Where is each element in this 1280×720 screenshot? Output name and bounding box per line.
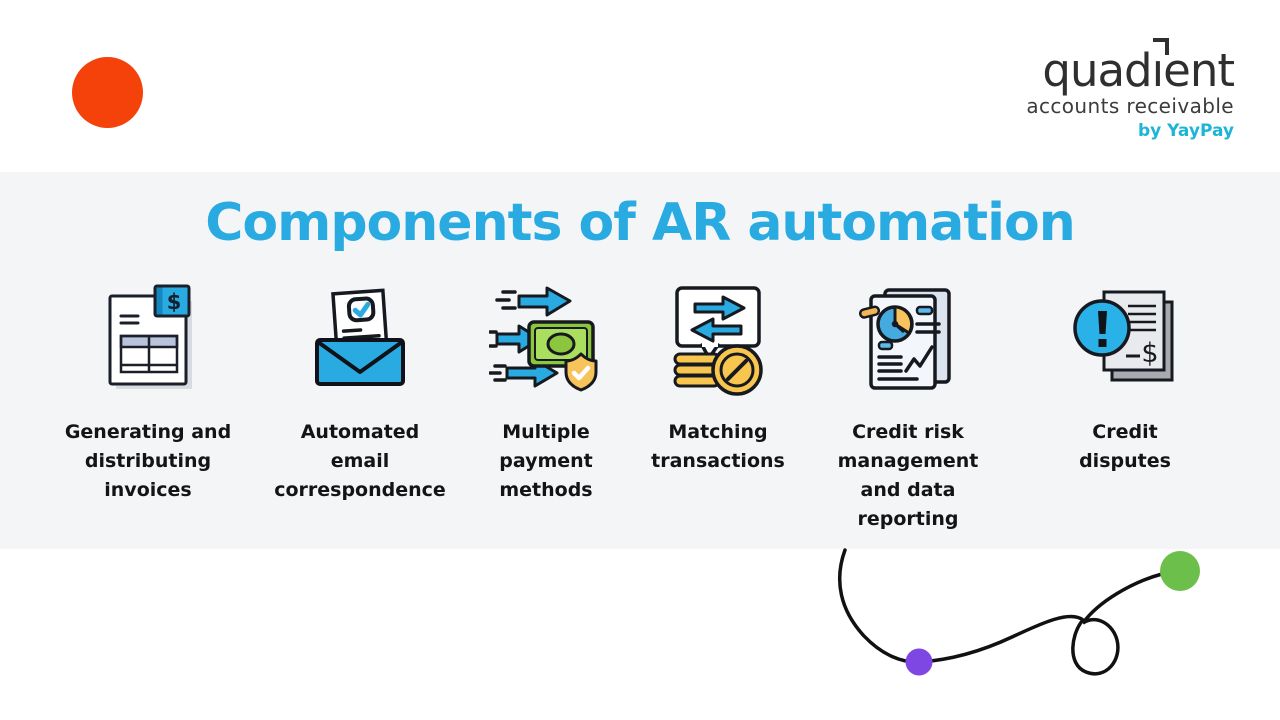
purple-dot-decoration (905, 648, 933, 676)
logo-word-part2: ent (1163, 44, 1235, 97)
component-item-email: Automated email correspondence (250, 278, 470, 505)
logo-corner-mark-icon (1152, 38, 1169, 55)
item-label: Generating and distributing invoices (64, 421, 232, 501)
svg-text:$: $ (1141, 338, 1158, 369)
component-item-credit-risk: Credit risk management and data reportin… (798, 278, 1018, 534)
item-label: Credit disputes (1079, 421, 1171, 472)
item-label: Credit risk management and data reportin… (837, 421, 979, 530)
svg-text:$: $ (166, 290, 181, 314)
item-label: Automated email correspondence (274, 421, 446, 501)
logo-word-part1: quad (1042, 44, 1152, 97)
component-item-invoices: $ Generating and distributing invoices (38, 278, 258, 505)
content-band (0, 172, 1280, 549)
matching-transactions-icon (657, 278, 779, 400)
item-label: Matching transactions (651, 421, 785, 472)
component-item-matching: Matching transactions (608, 278, 828, 476)
payment-arrows-icon (485, 278, 607, 400)
logo-byline: by YayPay (1138, 121, 1234, 141)
component-item-disputes: $ Credit disputes (1015, 278, 1235, 476)
logo-subtitle: accounts receivable (1026, 94, 1234, 118)
page-title: Components of AR automation (205, 193, 1075, 253)
credit-report-icon (847, 278, 969, 400)
invoice-icon: $ (87, 278, 209, 400)
green-dot-decoration (1160, 551, 1200, 591)
credit-dispute-icon: $ (1064, 278, 1186, 400)
orange-dot-decoration (72, 57, 143, 128)
item-label: Multiple payment methods (499, 421, 593, 501)
squiggle-line-decoration (837, 548, 1200, 676)
logo-letter-i: ı (1152, 38, 1169, 93)
email-envelope-icon (299, 278, 421, 400)
component-item-payments: Multiple payment methods (436, 278, 656, 505)
